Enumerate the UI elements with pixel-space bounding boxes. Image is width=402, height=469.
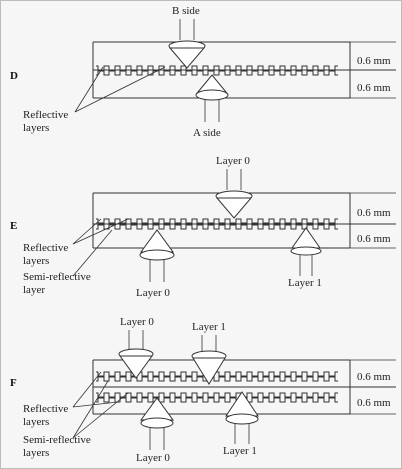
- pit-track: [96, 218, 338, 224]
- pit-track: [96, 376, 338, 382]
- panel-letter-d: D: [10, 70, 18, 82]
- semi-reflective-layer-lower: [96, 392, 338, 398]
- semi-reflective-layer-upper: [96, 376, 338, 382]
- laser-beam-layer1-bottom: [290, 227, 322, 276]
- layer0-top-label: Layer 0: [216, 155, 250, 167]
- panel-letter-f: F: [10, 377, 17, 389]
- semi-reflective-layer: [96, 224, 338, 230]
- reflective-layer-upper: [96, 65, 338, 71]
- layer1-bottom-label: Layer 1: [288, 277, 322, 289]
- layer0-bottom-label: Layer 0: [136, 452, 170, 464]
- callout-leader: [72, 392, 129, 439]
- semi-reflective-label-line1: Semi-reflective: [23, 434, 91, 446]
- callout-leader: [72, 218, 102, 245]
- layer1-top-label: Layer 1: [192, 321, 226, 333]
- laser-beam-layer0-bottom: [139, 229, 175, 282]
- laser-beam-a-side: [195, 74, 229, 122]
- callout-leader: [72, 218, 129, 245]
- laser-beam-b-side: [168, 19, 206, 69]
- laser-beam-layer1-top: [191, 335, 227, 385]
- layer0-bottom-label: Layer 0: [136, 287, 170, 299]
- laser-beam-layer0-top: [118, 330, 154, 379]
- b-side-label: B side: [172, 5, 200, 17]
- reflective-layer-lower: [96, 397, 338, 403]
- panel-f: F Layer 0 Layer 1: [10, 316, 396, 464]
- a-side-label: A side: [193, 127, 221, 139]
- reflective-layers-label-line1: Reflective: [23, 403, 68, 415]
- reflective-layer: [96, 218, 338, 224]
- layer0-top-label: Layer 0: [120, 316, 154, 328]
- callout-leader: [74, 66, 104, 113]
- reflective-layers-label-line2: layers: [23, 416, 49, 428]
- thickness-label-bottom: 0.6 mm: [357, 397, 391, 409]
- laser-beam-layer1-bottom: [225, 391, 259, 444]
- thickness-label-top: 0.6 mm: [357, 55, 391, 67]
- reflective-layers-label-line1: Reflective: [23, 242, 68, 254]
- reflective-layers-label-line2: layers: [23, 122, 49, 134]
- layer1-bottom-label: Layer 1: [223, 445, 257, 457]
- reflective-layer-lower: [96, 70, 338, 76]
- thickness-label-bottom: 0.6 mm: [357, 82, 391, 94]
- semi-reflective-label-line2: layers: [23, 447, 49, 459]
- callout-leader: [72, 401, 119, 408]
- laser-beam-layer0-bottom: [140, 397, 174, 450]
- pit-track: [96, 397, 338, 403]
- pit-track: [96, 70, 338, 76]
- laser-beam-layer0-top: [215, 169, 253, 219]
- semi-reflective-label-line1: Semi-reflective: [23, 271, 91, 283]
- panel-d: D B side A side 0.6 mm 0.6 mm Reflecti: [10, 5, 396, 139]
- callout-leader: [74, 66, 166, 113]
- pit-track: [96, 65, 338, 71]
- pit-track: [96, 392, 338, 398]
- panel-letter-e: E: [10, 220, 17, 232]
- reflective-layers-label-line2: layers: [23, 255, 49, 267]
- callout-leader: [72, 371, 102, 408]
- callout-leader: [72, 229, 113, 277]
- reflective-layers-label-line1: Reflective: [23, 109, 68, 121]
- panel-e: E Layer 0 Layer 0 Layer: [10, 155, 396, 299]
- thickness-label-top: 0.6 mm: [357, 207, 391, 219]
- thickness-label-top: 0.6 mm: [357, 371, 391, 383]
- callout-leader: [72, 380, 109, 439]
- pit-track: [96, 224, 338, 230]
- semi-reflective-label-line2: layer: [23, 284, 45, 296]
- thickness-label-bottom: 0.6 mm: [357, 233, 391, 245]
